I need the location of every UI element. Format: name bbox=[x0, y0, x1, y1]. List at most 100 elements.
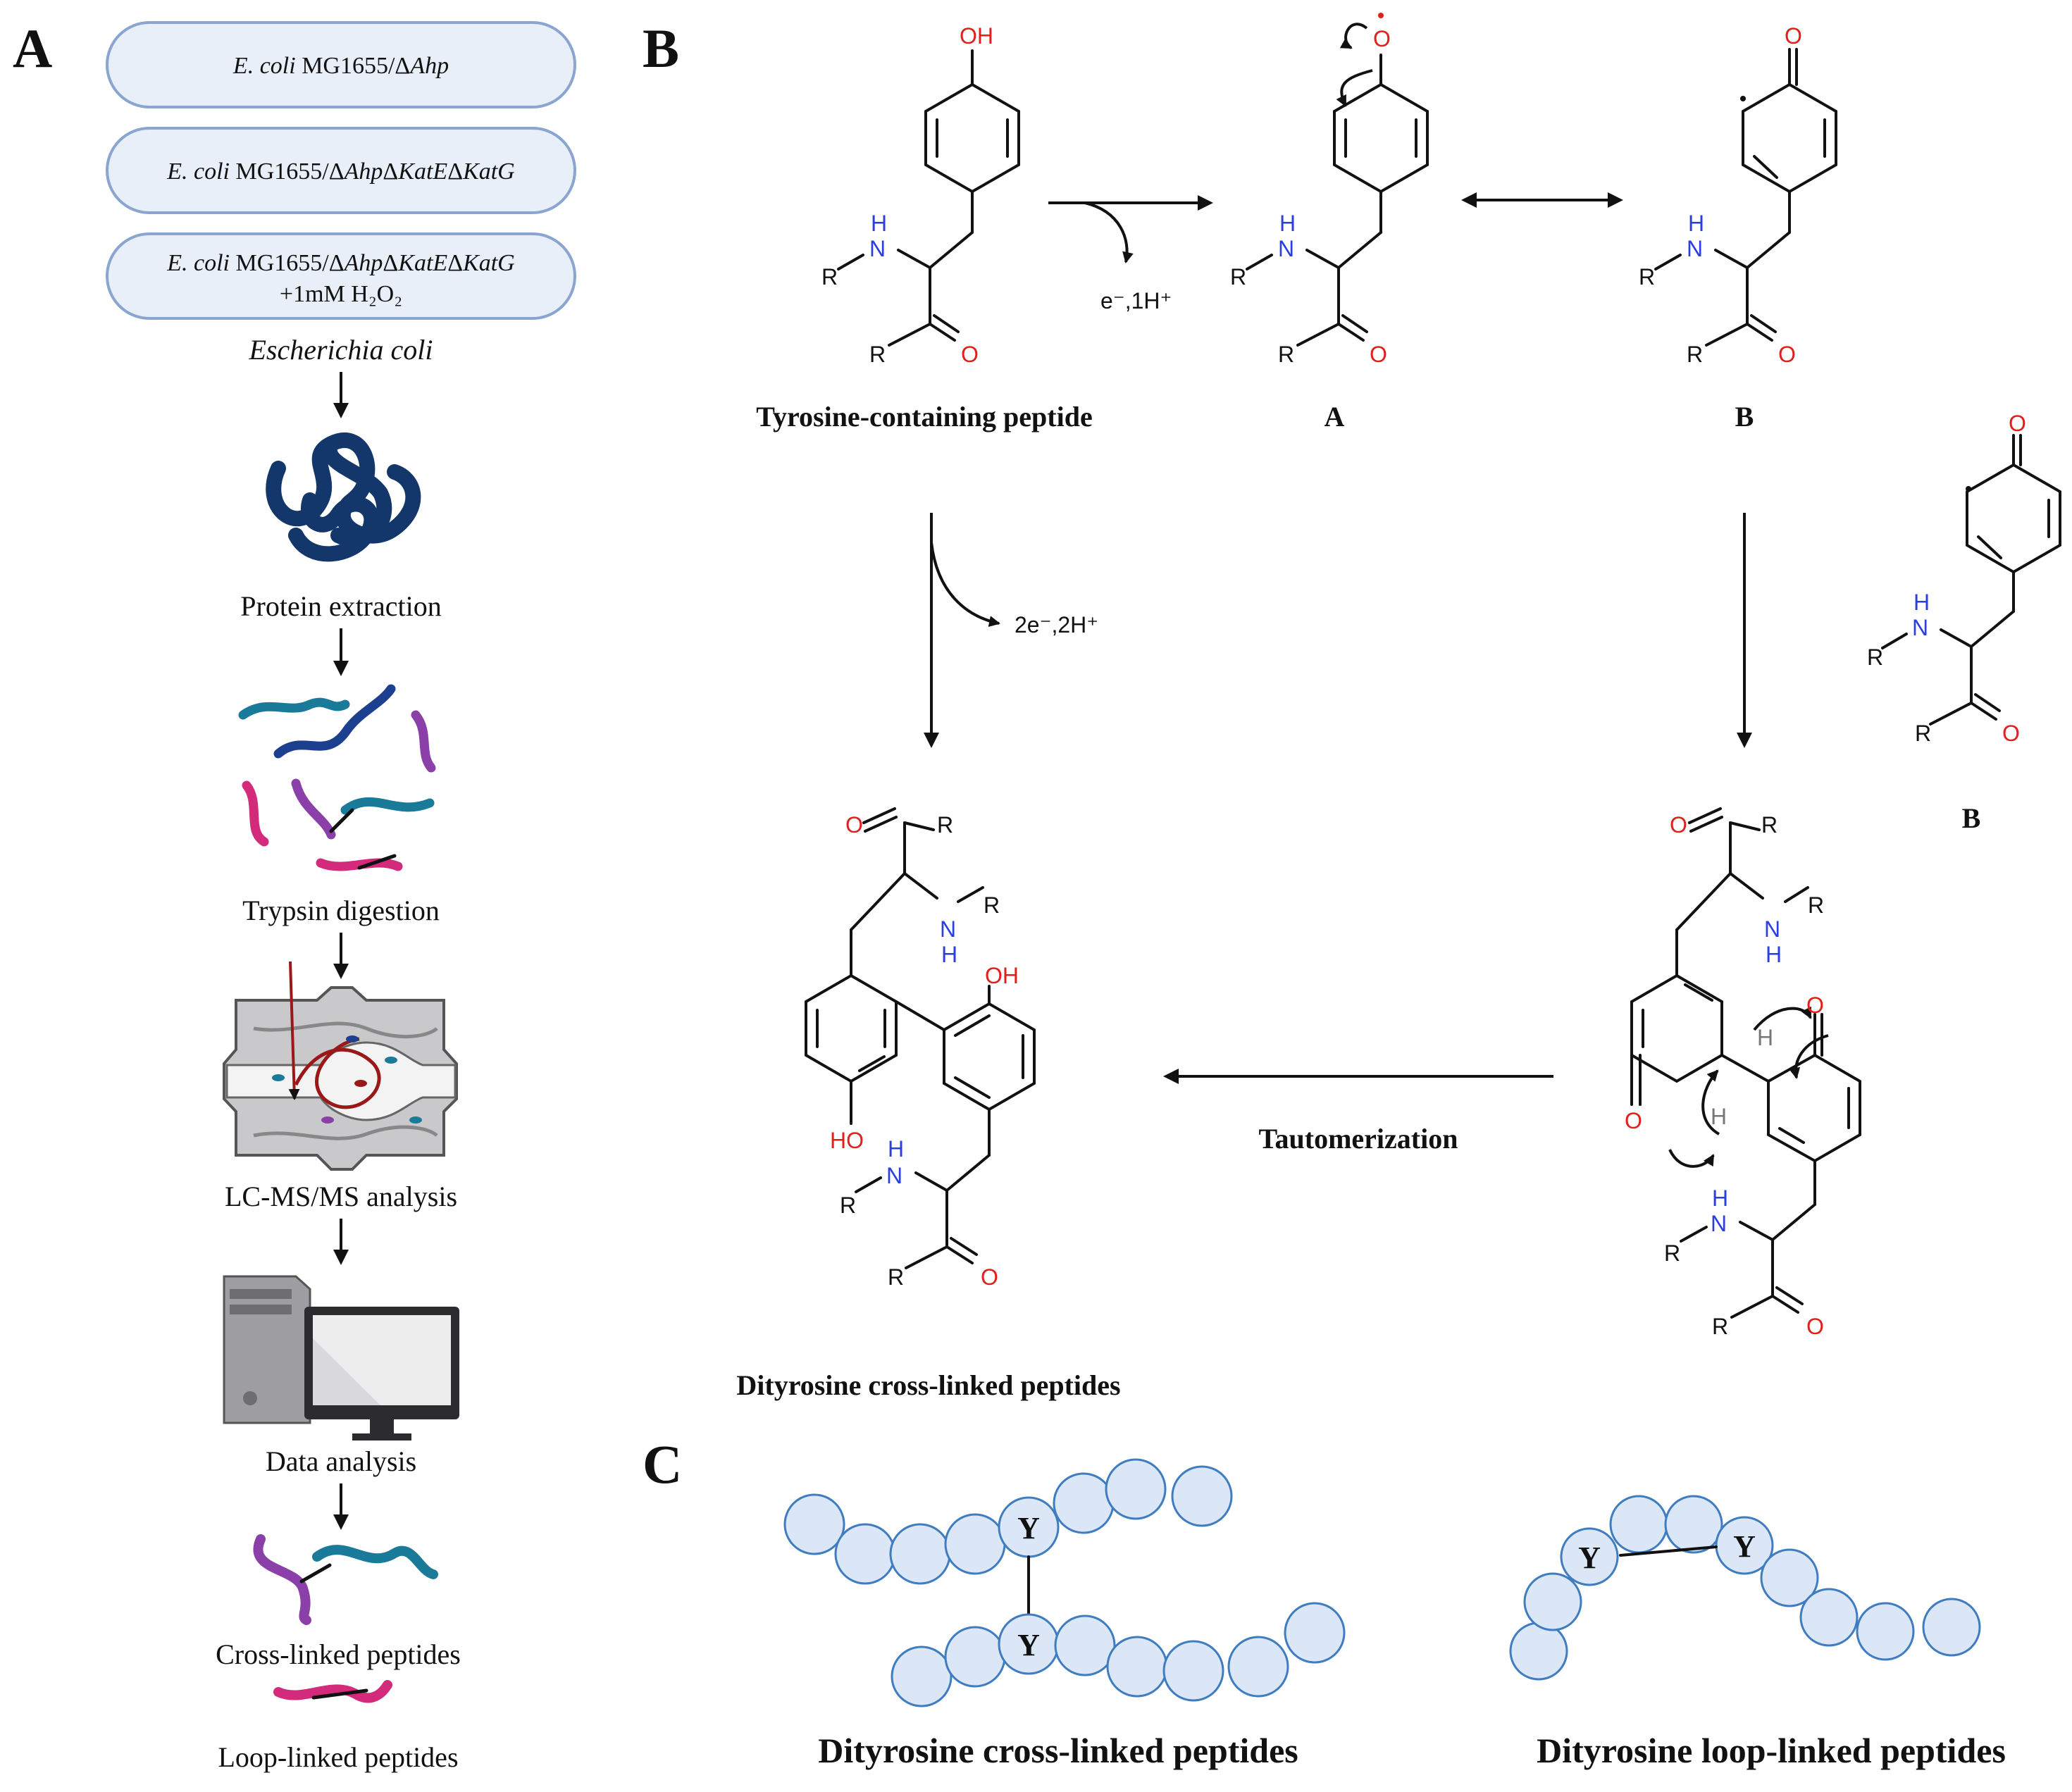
loop-linked-peptide-icon bbox=[273, 1680, 392, 1703]
intermediate-o-bottom: O bbox=[1806, 1314, 1824, 1339]
tyrosine-caption: Tyrosine-containing peptide bbox=[756, 401, 1092, 433]
strain-pill-1 bbox=[106, 21, 576, 108]
dityrosine-r-acyl-bottom: R bbox=[888, 1264, 904, 1290]
intermediate-n-bottom: N bbox=[1711, 1211, 1727, 1236]
intermediate-nh-bottom: H bbox=[1712, 1186, 1728, 1211]
dityrosine-r-amine-top: R bbox=[984, 892, 1000, 918]
radical-b2-caption: B bbox=[1962, 802, 1981, 834]
cross-linked-peptide-icon bbox=[253, 1534, 438, 1625]
tyrosine-n: N bbox=[869, 236, 886, 261]
dityrosine-o-bottom: O bbox=[981, 1264, 998, 1290]
tyrosine-molecule: OH H N R R O bbox=[821, 23, 1020, 367]
radical-b-o: O bbox=[1785, 23, 1802, 49]
intermediate-r-top: R bbox=[1761, 812, 1778, 838]
dityrosine-o-top: O bbox=[845, 812, 863, 838]
coupled-intermediate-molecule: O R R N H H O H O H N R R O bbox=[1625, 807, 1861, 1339]
dityrosine-oh: OH bbox=[985, 963, 1019, 988]
strain-treatment: +1mM H₂O₂ bbox=[280, 281, 402, 307]
radical-b-caption: B bbox=[1735, 401, 1754, 433]
strain-label-1: E. coli MG1655/ΔAhp bbox=[232, 53, 449, 79]
tyrosine-r-acyl: R bbox=[869, 342, 886, 367]
radical-b-r-acyl: R bbox=[1687, 342, 1703, 367]
cross-linked-schematic: Y Y bbox=[783, 1458, 1346, 1707]
radical-b2-molecule: O H N R R O bbox=[1867, 411, 2061, 746]
radical-b-o-carbonyl: O bbox=[1778, 342, 1796, 367]
intermediate-r-acyl-bottom: R bbox=[1712, 1314, 1728, 1339]
radical-b2-o-carbonyl: O bbox=[2002, 721, 2020, 746]
mechanism-panel: OH H N R R O Tyrosine-containing peptide… bbox=[736, 13, 2061, 1401]
loop-link-caption: Dityrosine loop-linked peptides bbox=[1537, 1731, 2006, 1770]
panel-label-a: A bbox=[13, 18, 52, 79]
radical-b2-nh-h: H bbox=[1913, 590, 1930, 615]
intermediate-r-amine-bottom: R bbox=[1664, 1240, 1680, 1266]
intermediate-n-top: N bbox=[1764, 916, 1780, 942]
cross-link-residue-bottom: Y bbox=[1017, 1628, 1040, 1662]
step-data-analysis: Data analysis bbox=[266, 1445, 416, 1477]
mass-spectrometer-icon bbox=[223, 961, 458, 1171]
output-cross-linked: Cross-linked peptides bbox=[216, 1638, 461, 1670]
step-protein-extraction: Protein extraction bbox=[240, 590, 441, 622]
output-loop-linked: Loop-linked peptides bbox=[218, 1741, 458, 1773]
radical-b-molecule: O H N R R O bbox=[1639, 23, 1837, 367]
radical-b2-r-acyl: R bbox=[1915, 721, 1931, 746]
dityrosine-molecule: O R R N H OH HO H N R R O bbox=[805, 807, 1036, 1290]
intermediate-r-amine-top: R bbox=[1808, 892, 1824, 918]
radical-a-o-carbonyl: O bbox=[1370, 342, 1387, 367]
intermediate-h-top: H bbox=[1757, 1025, 1773, 1050]
strain-pill-2 bbox=[106, 127, 576, 214]
radical-a-r-amine: R bbox=[1230, 264, 1246, 290]
radical-b2-o: O bbox=[2009, 411, 2026, 436]
radical-a-caption: A bbox=[1325, 401, 1345, 433]
radical-a-o: O bbox=[1373, 26, 1391, 51]
tyrosine-o: O bbox=[961, 342, 979, 367]
peptide-fragments-icon bbox=[238, 684, 436, 871]
loop-link-residue-right: Y bbox=[1733, 1529, 1756, 1564]
strain-pill-3 bbox=[106, 232, 576, 320]
radical-a-r-acyl: R bbox=[1278, 342, 1294, 367]
intermediate-o-right: O bbox=[1806, 993, 1824, 1018]
strain-label-3: E. coli MG1655/ΔAhpΔKatEΔKatG bbox=[166, 250, 515, 276]
intermediate-h-bottom: H bbox=[1711, 1104, 1727, 1129]
reagent-two-electron: 2e⁻,2H⁺ bbox=[1015, 612, 1098, 637]
radical-a-molecule: O H N R R O bbox=[1230, 13, 1429, 367]
reagent-one-electron: e⁻,1H⁺ bbox=[1100, 288, 1172, 313]
dityrosine-r-top: R bbox=[937, 812, 953, 838]
cross-link-residue-top: Y bbox=[1017, 1511, 1040, 1545]
tyrosine-nh-h: H bbox=[871, 211, 887, 236]
computer-icon bbox=[223, 1275, 459, 1441]
intermediate-o-top: O bbox=[1670, 812, 1687, 838]
schematic-panel: Y Y Dityrosine cross-linked peptides Y Y… bbox=[783, 1458, 2006, 1770]
electron-loss-curve-2 bbox=[930, 542, 1000, 627]
dityrosine-caption: Dityrosine cross-linked peptides bbox=[736, 1369, 1120, 1401]
electron-loss-curve-1 bbox=[1084, 201, 1134, 263]
dityrosine-nh-bottom: H bbox=[888, 1136, 904, 1162]
tautomerization-label: Tautomerization bbox=[1259, 1123, 1458, 1155]
radical-a-nh-h: H bbox=[1279, 211, 1296, 236]
loop-link-residue-left: Y bbox=[1578, 1541, 1601, 1575]
workflow-panel: E. coli MG1655/ΔAhp E. coli MG1655/ΔAhpΔ… bbox=[106, 21, 576, 1773]
dityrosine-n-top: N bbox=[940, 916, 956, 942]
radical-a-n: N bbox=[1278, 236, 1294, 261]
dityrosine-n-bottom: N bbox=[886, 1163, 902, 1188]
loop-linked-schematic: Y Y bbox=[1509, 1495, 1981, 1681]
radical-b-n: N bbox=[1687, 236, 1703, 261]
panel-label-b: B bbox=[643, 18, 679, 79]
tyrosine-oh: OH bbox=[960, 23, 993, 49]
tyrosine-r-amine: R bbox=[821, 264, 838, 290]
cross-link-caption: Dityrosine cross-linked peptides bbox=[818, 1731, 1298, 1770]
intermediate-nh-top: H bbox=[1766, 942, 1782, 967]
radical-b2-r-amine: R bbox=[1867, 645, 1883, 670]
radical-b-nh-h: H bbox=[1688, 211, 1704, 236]
organism-label: Escherichia coli bbox=[248, 334, 433, 366]
dityrosine-r-amine-bottom: R bbox=[840, 1193, 856, 1218]
radical-b2-n: N bbox=[1912, 615, 1928, 640]
protein-icon bbox=[266, 433, 421, 562]
panel-label-c: C bbox=[643, 1433, 682, 1495]
intermediate-o-left: O bbox=[1625, 1108, 1642, 1133]
step-trypsin-digestion: Trypsin digestion bbox=[242, 895, 440, 926]
radical-b-r-amine: R bbox=[1639, 264, 1655, 290]
strain-label-2: E. coli MG1655/ΔAhpΔKatEΔKatG bbox=[166, 158, 515, 185]
dityrosine-ho: HO bbox=[830, 1128, 864, 1153]
step-lcms-analysis: LC-MS/MS analysis bbox=[225, 1181, 457, 1212]
